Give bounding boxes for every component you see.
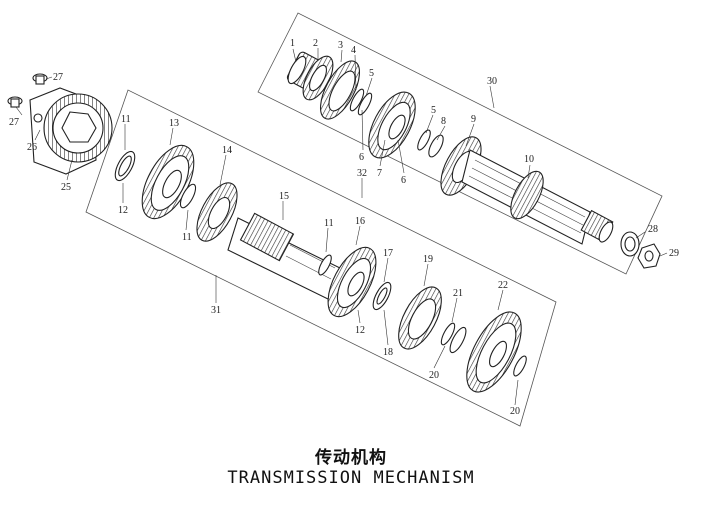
lower-shaft-assembly [114, 144, 527, 393]
part-label-20b: 20 [510, 406, 520, 417]
part-label-26: 26 [27, 142, 37, 153]
part-label-11c: 11 [324, 218, 334, 229]
part-label-17: 17 [383, 248, 393, 259]
part-label-18: 18 [383, 347, 393, 358]
part-label-1: 1 [290, 38, 295, 49]
part-label-27b: 27 [9, 117, 19, 128]
part-label-12b: 12 [355, 325, 365, 336]
diagram-title-english: TRANSMISSION MECHANISM [227, 468, 475, 488]
part-label-12a: 12 [118, 205, 128, 216]
part-label-27a: 27 [53, 72, 63, 83]
part-label-6b: 6 [401, 175, 406, 186]
part-label-8: 8 [441, 116, 446, 127]
part-label-19: 19 [423, 254, 433, 265]
part-label-20a: 20 [429, 370, 439, 381]
part-label-31: 31 [211, 305, 221, 316]
part-label-30: 30 [487, 76, 497, 87]
output-nut-assembly [620, 231, 661, 269]
diagram-title-chinese: 传动机构 [315, 448, 387, 468]
part-label-32: 32 [357, 168, 367, 179]
part-label-9: 9 [471, 114, 476, 125]
part-label-14: 14 [222, 145, 232, 156]
drive-sprocket-assembly [7, 73, 113, 175]
part-label-4: 4 [351, 45, 356, 56]
part-label-15: 15 [279, 191, 289, 202]
part-label-5b: 5 [431, 105, 436, 116]
upper-assembly-frame [257, 12, 663, 275]
part-label-10: 10 [524, 154, 534, 165]
upper-shaft-assembly [286, 51, 614, 245]
part-label-25: 25 [61, 182, 71, 193]
part-label-6: 6 [359, 152, 364, 163]
part-label-29: 29 [669, 248, 679, 259]
part-label-21: 21 [453, 288, 463, 299]
part-label-5: 5 [369, 68, 374, 79]
part-label-22: 22 [498, 280, 508, 291]
part-label-7: 7 [377, 168, 382, 179]
part-label-3: 3 [338, 40, 343, 51]
part-label-11a: 11 [121, 114, 131, 125]
leader-lines [15, 48, 668, 406]
lower-assembly-frame [85, 89, 557, 427]
part-label-13: 13 [169, 118, 179, 129]
part-label-2: 2 [313, 38, 318, 49]
part-number-labels: 1 2 3 4 5 6 7 6 5 8 9 10 30 11 13 12 11 … [9, 38, 679, 417]
part-label-16: 16 [355, 216, 365, 227]
part-label-28: 28 [648, 224, 658, 235]
part-label-11b: 11 [182, 232, 192, 243]
